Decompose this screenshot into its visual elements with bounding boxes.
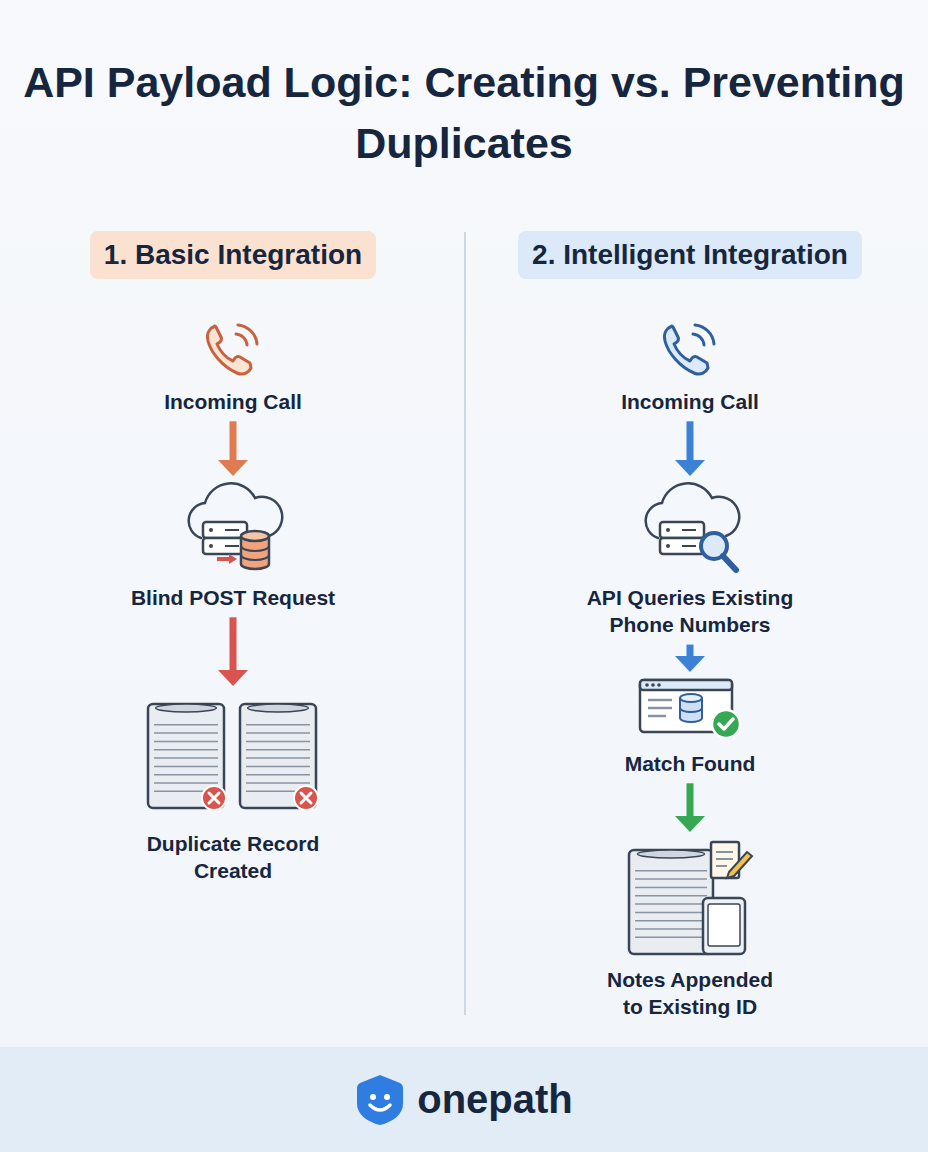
diagram-title: API Payload Logic: Creating vs. Preventi…: [14, 52, 914, 174]
flow-arrow: [218, 421, 248, 476]
flow-arrow: [218, 617, 248, 686]
step-icon: [600, 836, 780, 958]
step-icon: [570, 676, 810, 742]
footer-band: onepath: [0, 1047, 928, 1152]
step-icon: [133, 690, 333, 822]
flow-arrow: [675, 783, 705, 832]
step-icon: [570, 480, 810, 576]
phone-step: Incoming Call: [103, 318, 363, 415]
step-label: Incoming Call: [560, 388, 820, 415]
api-step: API Queries Existing Phone Numbers: [570, 480, 810, 639]
step-label: Match Found: [570, 750, 810, 777]
flow-arrow: [675, 645, 705, 672]
header-label: 2. Intelligent Integration: [532, 239, 848, 270]
step-icon: [98, 480, 368, 576]
column-header: 1. Basic Integration: [90, 231, 376, 279]
step-label: API Queries Existing Phone Numbers: [570, 584, 810, 639]
step-label: Blind POST Request: [98, 584, 368, 611]
phone-step: Incoming Call: [560, 318, 820, 415]
step-label: Notes Appended to Existing ID: [600, 966, 780, 1021]
step-icon: [560, 318, 820, 380]
result-step: Notes Appended to Existing ID: [600, 836, 780, 1021]
column-header: 2. Intelligent Integration: [518, 231, 862, 279]
flow-arrow: [675, 421, 705, 476]
brand-name: onepath: [417, 1077, 573, 1122]
api-step: Blind POST Request: [98, 480, 368, 611]
result-step: Duplicate Record Created: [133, 690, 333, 885]
step-icon: [103, 318, 363, 380]
step-label: Incoming Call: [103, 388, 363, 415]
header-label: 1. Basic Integration: [104, 239, 362, 270]
step-label: Duplicate Record Created: [133, 830, 333, 885]
logo-mark: [355, 1073, 405, 1127]
match-step: Match Found: [570, 676, 810, 777]
